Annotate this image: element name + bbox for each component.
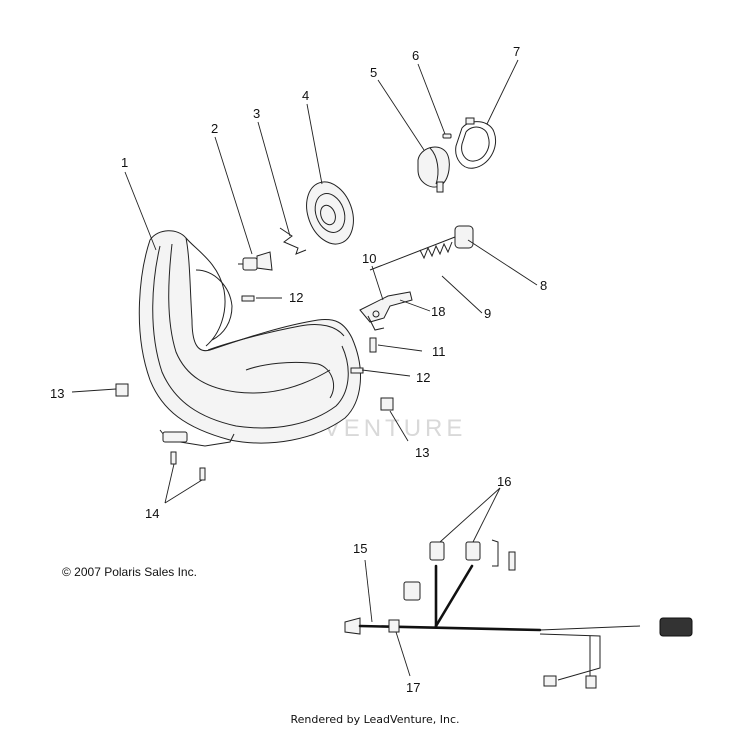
adjuster-assembly	[369, 225, 474, 271]
callout-13-right: 13	[415, 445, 429, 460]
callout-15: 15	[353, 541, 367, 556]
screw-12-upper	[241, 295, 255, 302]
callout-2: 2	[211, 121, 218, 136]
callout-13-left: 13	[50, 386, 64, 401]
rendered-by-footer: Rendered by LeadVenture, Inc.	[290, 713, 460, 726]
callout-5: 5	[370, 65, 377, 80]
callout-8: 8	[540, 278, 547, 293]
callout-4: 4	[302, 88, 309, 103]
headlight-housing	[138, 230, 361, 447]
retaining-clip	[279, 227, 307, 255]
copyright-notice: © 2007 Polaris Sales Inc.	[62, 565, 197, 579]
callout-6: 6	[412, 48, 419, 63]
leader-lines	[71, 59, 538, 677]
callout-7: 7	[513, 44, 520, 59]
small-bulb	[442, 133, 452, 139]
callout-9: 9	[484, 306, 491, 321]
bolts-14	[170, 451, 206, 481]
callout-17: 17	[406, 680, 420, 695]
wiring-harness	[344, 539, 693, 689]
gasket	[455, 117, 496, 169]
callout-18: 18	[431, 304, 445, 319]
nut-13-right	[380, 397, 394, 411]
callout-10: 10	[362, 251, 376, 266]
callout-1: 1	[121, 155, 128, 170]
nut-13-left	[115, 383, 129, 397]
callout-14: 14	[145, 506, 159, 521]
callout-16: 16	[497, 474, 511, 489]
adjuster-bracket	[359, 291, 413, 331]
callout-12-upper: 12	[289, 290, 303, 305]
callout-3: 3	[253, 106, 260, 121]
callout-12-lower: 12	[416, 370, 430, 385]
callouts: 1 2 3 4 5 6 7 8 9 10 11 12 12 13 13 14 1…	[50, 44, 547, 695]
bulb	[238, 251, 273, 271]
callout-11: 11	[432, 344, 446, 359]
screw-12-lower	[350, 367, 364, 374]
dust-cover	[306, 181, 354, 245]
position-lamp	[417, 146, 450, 193]
screw-11	[369, 337, 377, 353]
